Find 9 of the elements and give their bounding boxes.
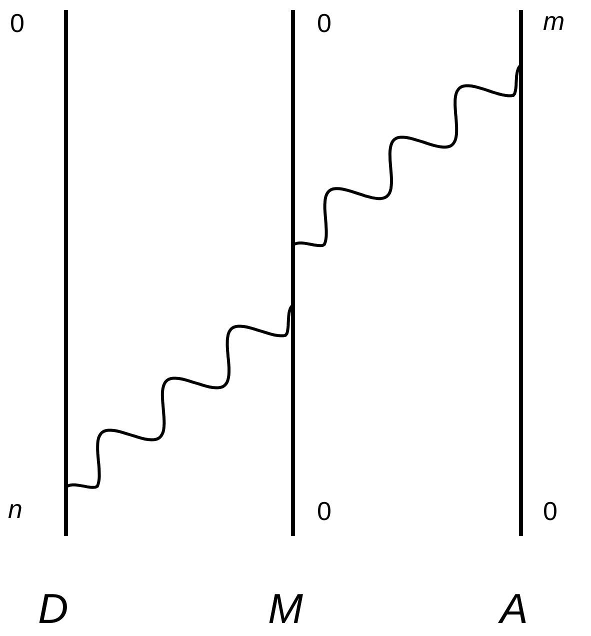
level-label: 0 <box>543 498 558 524</box>
level-label: 0 <box>317 10 332 36</box>
level-label: 0 <box>317 498 332 524</box>
level-label: m <box>543 8 565 34</box>
level-label: n <box>8 496 22 522</box>
axis-label: D <box>38 588 68 630</box>
axis-label: M <box>268 588 303 630</box>
axis-label: A <box>500 588 528 630</box>
level-label: 0 <box>10 10 24 36</box>
